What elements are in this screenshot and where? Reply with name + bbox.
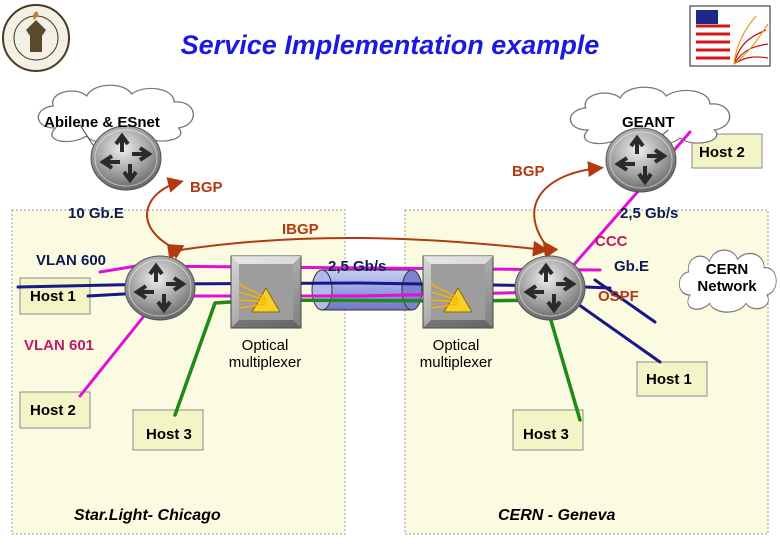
host-box-2-left [19,391,91,429]
optical-multiplexer-right [422,255,494,329]
ibgp-label: IBGP [282,221,319,238]
vlan600-label: VLAN 600 [36,252,107,269]
caltech-seal-logo [2,4,70,72]
gbe10-label: 10 Gb.E [68,205,124,222]
vlan601-label: VLAN 601 [24,337,95,354]
host1-right-label: Host 1 [646,371,692,388]
host-box-1-right [636,361,708,397]
page-title: Service Implementation example [180,30,600,60]
link-navy-host1-right [563,293,662,364]
bgp-label-right: BGP [512,163,545,180]
site-label-cern: CERN - Geneva [498,507,616,524]
host-box-3-left [132,409,204,451]
link-navy-cern [593,278,657,324]
ibgp-arrow [166,236,549,260]
cloud-label-cern-network: CERN Network [697,261,757,295]
speed-label-right: 2,5 Gb/s [620,205,679,222]
host2-left-label: Host 2 [30,402,76,419]
fiber-link [311,269,423,311]
bgp-arrow-left [146,177,185,260]
host3-right-label: Host 3 [523,426,569,443]
ospf-label: OSPF [598,288,639,305]
host-box-3-right [512,409,584,451]
router-geant [604,126,678,194]
host1-left-label: Host 1 [30,288,76,305]
router-cern [513,254,587,322]
gbe-label: Gb.E [614,258,650,275]
speed-label-link: 2,5 Gb/s [328,258,387,275]
site-label-starlight: Star.Light- Chicago [74,507,221,524]
bgp-label-left: BGP [190,179,223,196]
optical-multiplexer-left [230,255,302,329]
optmux-left-label: Optical multiplexer [228,337,302,371]
cloud-label-abilene-esnet: Abilene & ESnet [44,114,160,131]
uscms-logo [689,5,771,67]
bgp-arrow-right [533,161,604,259]
router-starlight [123,254,197,322]
router-abilene [89,124,163,192]
cloud-label-geant: GEANT [622,114,675,131]
ccc-label: CCC [595,233,628,250]
host3-left-label: Host 3 [146,426,192,443]
host2-right-label: Host 2 [699,144,745,161]
optmux-right-label: Optical multiplexer [419,337,493,371]
